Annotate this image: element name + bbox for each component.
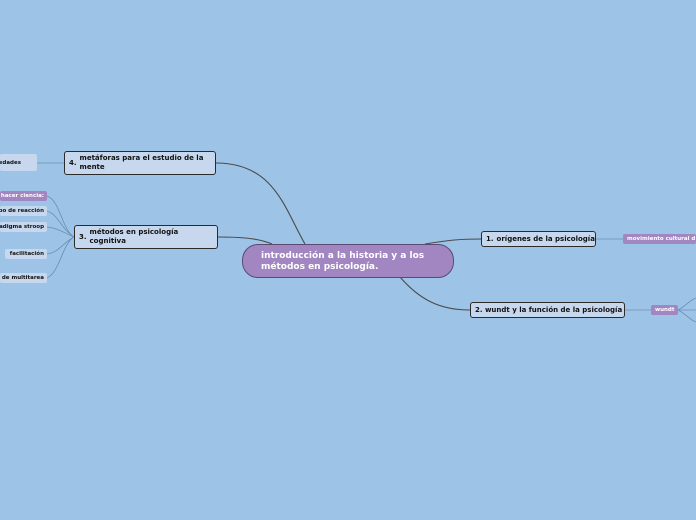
subtopic-hacer-ciencia[interactable]: hacer ciencia: [0, 191, 47, 201]
topic-label: orígenes de la psicología [496, 234, 595, 243]
central-topic[interactable]: introducción a la historia y a los métod… [242, 244, 454, 278]
link-central-b1 [424, 238, 482, 245]
subtopic-label: adigma stroop [0, 224, 44, 230]
link-b3-reaccion [46, 210, 75, 238]
link-central-b2 [399, 276, 471, 311]
link-wundt-out-1 [677, 297, 696, 311]
topic-number: 1. [486, 234, 494, 243]
subtopic-movimiento-cultural[interactable]: movimiento cultural d [623, 234, 696, 244]
subtopic-label: edades [0, 159, 21, 166]
link-b3-facilitacion [46, 236, 75, 255]
subtopic-wundt[interactable]: wundt [651, 305, 678, 315]
subtopic-label: de multitarea [1, 275, 44, 281]
link-central-b4 [215, 162, 306, 245]
topic-metaforas[interactable]: 4. metáforas para el estudio de la mente [64, 151, 216, 175]
subtopic-edades[interactable]: edades [0, 154, 37, 171]
subtopic-label: facilitación [9, 251, 44, 257]
link-b3-stroop [46, 226, 75, 238]
link-b3-multitarea [46, 236, 75, 279]
subtopic-paradigma-stroop[interactable]: adigma stroop [0, 222, 47, 232]
central-topic-label: introducción a la historia y a los métod… [261, 251, 425, 272]
topic-number: 3. [79, 232, 87, 241]
subtopic-label: hacer ciencia: [0, 193, 44, 199]
topic-label: 2. wundt y la función de la psicología [475, 305, 623, 314]
subtopic-multitarea[interactable]: de multitarea [0, 273, 47, 283]
subtopic-tiempo-reaccion[interactable]: po de reacción [0, 206, 47, 216]
topic-number: 4. [69, 158, 77, 167]
topic-wundt-funcion[interactable]: 2. wundt y la función de la psicología [470, 302, 625, 318]
link-central-b3 [217, 236, 273, 245]
subtopic-label: po de reacción [0, 208, 44, 214]
subtopic-label: wundt [655, 307, 675, 313]
topic-origenes[interactable]: 1. orígenes de la psicología [481, 231, 596, 247]
topic-label: métodos en psicología cognitiva [89, 228, 179, 245]
topic-label: metáforas para el estudio de la mente [79, 154, 204, 171]
link-wundt-out-3 [677, 309, 696, 323]
subtopic-label: movimiento cultural d [627, 236, 696, 242]
topic-metodos[interactable]: 3. métodos en psicología cognitiva [74, 225, 218, 249]
subtopic-facilitacion[interactable]: facilitación [5, 249, 47, 259]
